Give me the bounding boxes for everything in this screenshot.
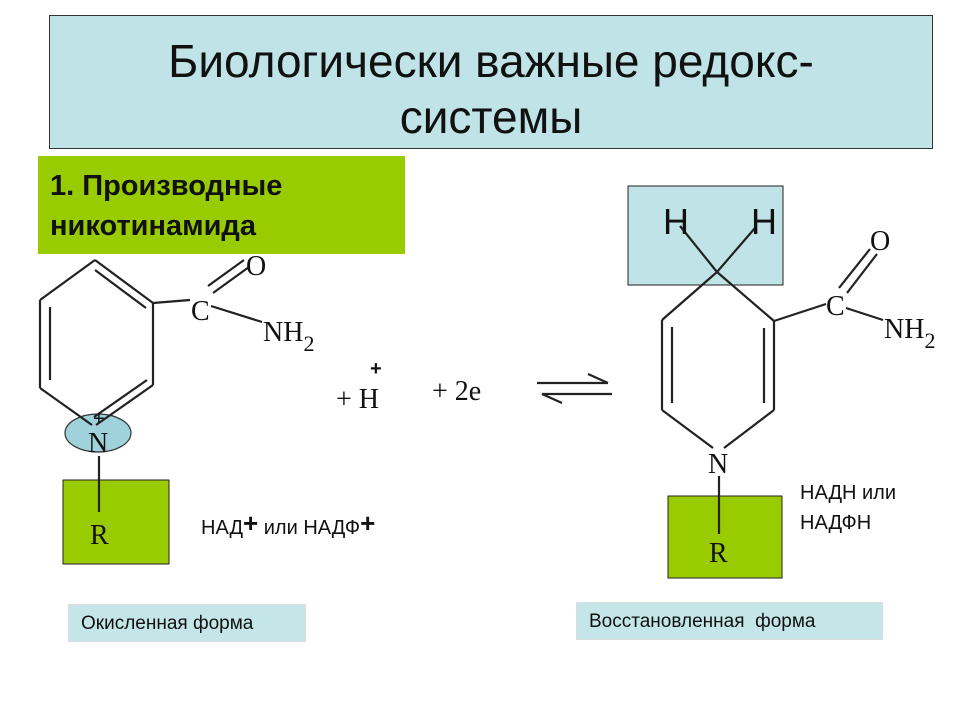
title-line-1: Биологически важные редокс- [168, 35, 814, 87]
oxidized-nh: NH [263, 317, 303, 348]
nad-plus: + [243, 508, 259, 538]
reduced-atom-h-left: H [663, 201, 689, 242]
title-box: Биологически важные редокс- системы [49, 15, 933, 149]
oxidized-atom-c: C [191, 296, 210, 327]
oxidized-nh-group: NH2 [263, 317, 314, 356]
subtitle-box: 1. Производные никотинамида [38, 156, 405, 254]
subtitle-line-2: никотинамида [50, 210, 256, 242]
oxidized-form-label: Окисленная форма [68, 604, 306, 642]
h-charge: + [370, 358, 382, 380]
nadp-plus: + [360, 508, 376, 538]
equilibrium-arrows-icon [537, 372, 612, 405]
oxidized-ring [38, 259, 263, 512]
reduced-atom-o: O [870, 226, 890, 257]
subtitle-line-1: 1. Производные [50, 170, 283, 202]
reduced-atom-c: C [826, 291, 845, 322]
reduced-nh: NH [884, 314, 924, 345]
oxidized-atom-n: N [88, 428, 108, 459]
oxidized-atom-o: O [246, 251, 266, 282]
reduced-atom-n: N [708, 449, 728, 480]
oxidized-n-charge: + [93, 408, 105, 430]
reduced-radical-r: R [709, 538, 728, 569]
hydrogen-box [627, 185, 784, 286]
reduced-nh-group: NH2 [884, 314, 935, 353]
nad-text: НАД [201, 517, 243, 539]
reduced-name-line-1: НАДН или [800, 482, 897, 504]
plus-2e: + 2e [432, 376, 481, 407]
reduced-name-line-2: НАДФН [800, 512, 872, 534]
reduced-atom-h-right: H [751, 201, 777, 242]
reduced-ring [660, 225, 884, 534]
reduced-radical-box [667, 495, 783, 579]
or-nadp-text: или НАДФ [258, 517, 361, 539]
plus-h: + H [336, 384, 379, 415]
oxidized-radical-r: R [90, 520, 109, 551]
reduced-form-label: Восстановленная форма [576, 602, 883, 640]
oxidized-name: НАД+ или НАДФ+ [201, 508, 376, 541]
oxidized-nh-subscript: 2 [303, 331, 314, 356]
reduced-nh-subscript: 2 [924, 328, 935, 353]
oxidized-radical-box [62, 479, 170, 565]
title-line-2: системы [399, 91, 583, 143]
